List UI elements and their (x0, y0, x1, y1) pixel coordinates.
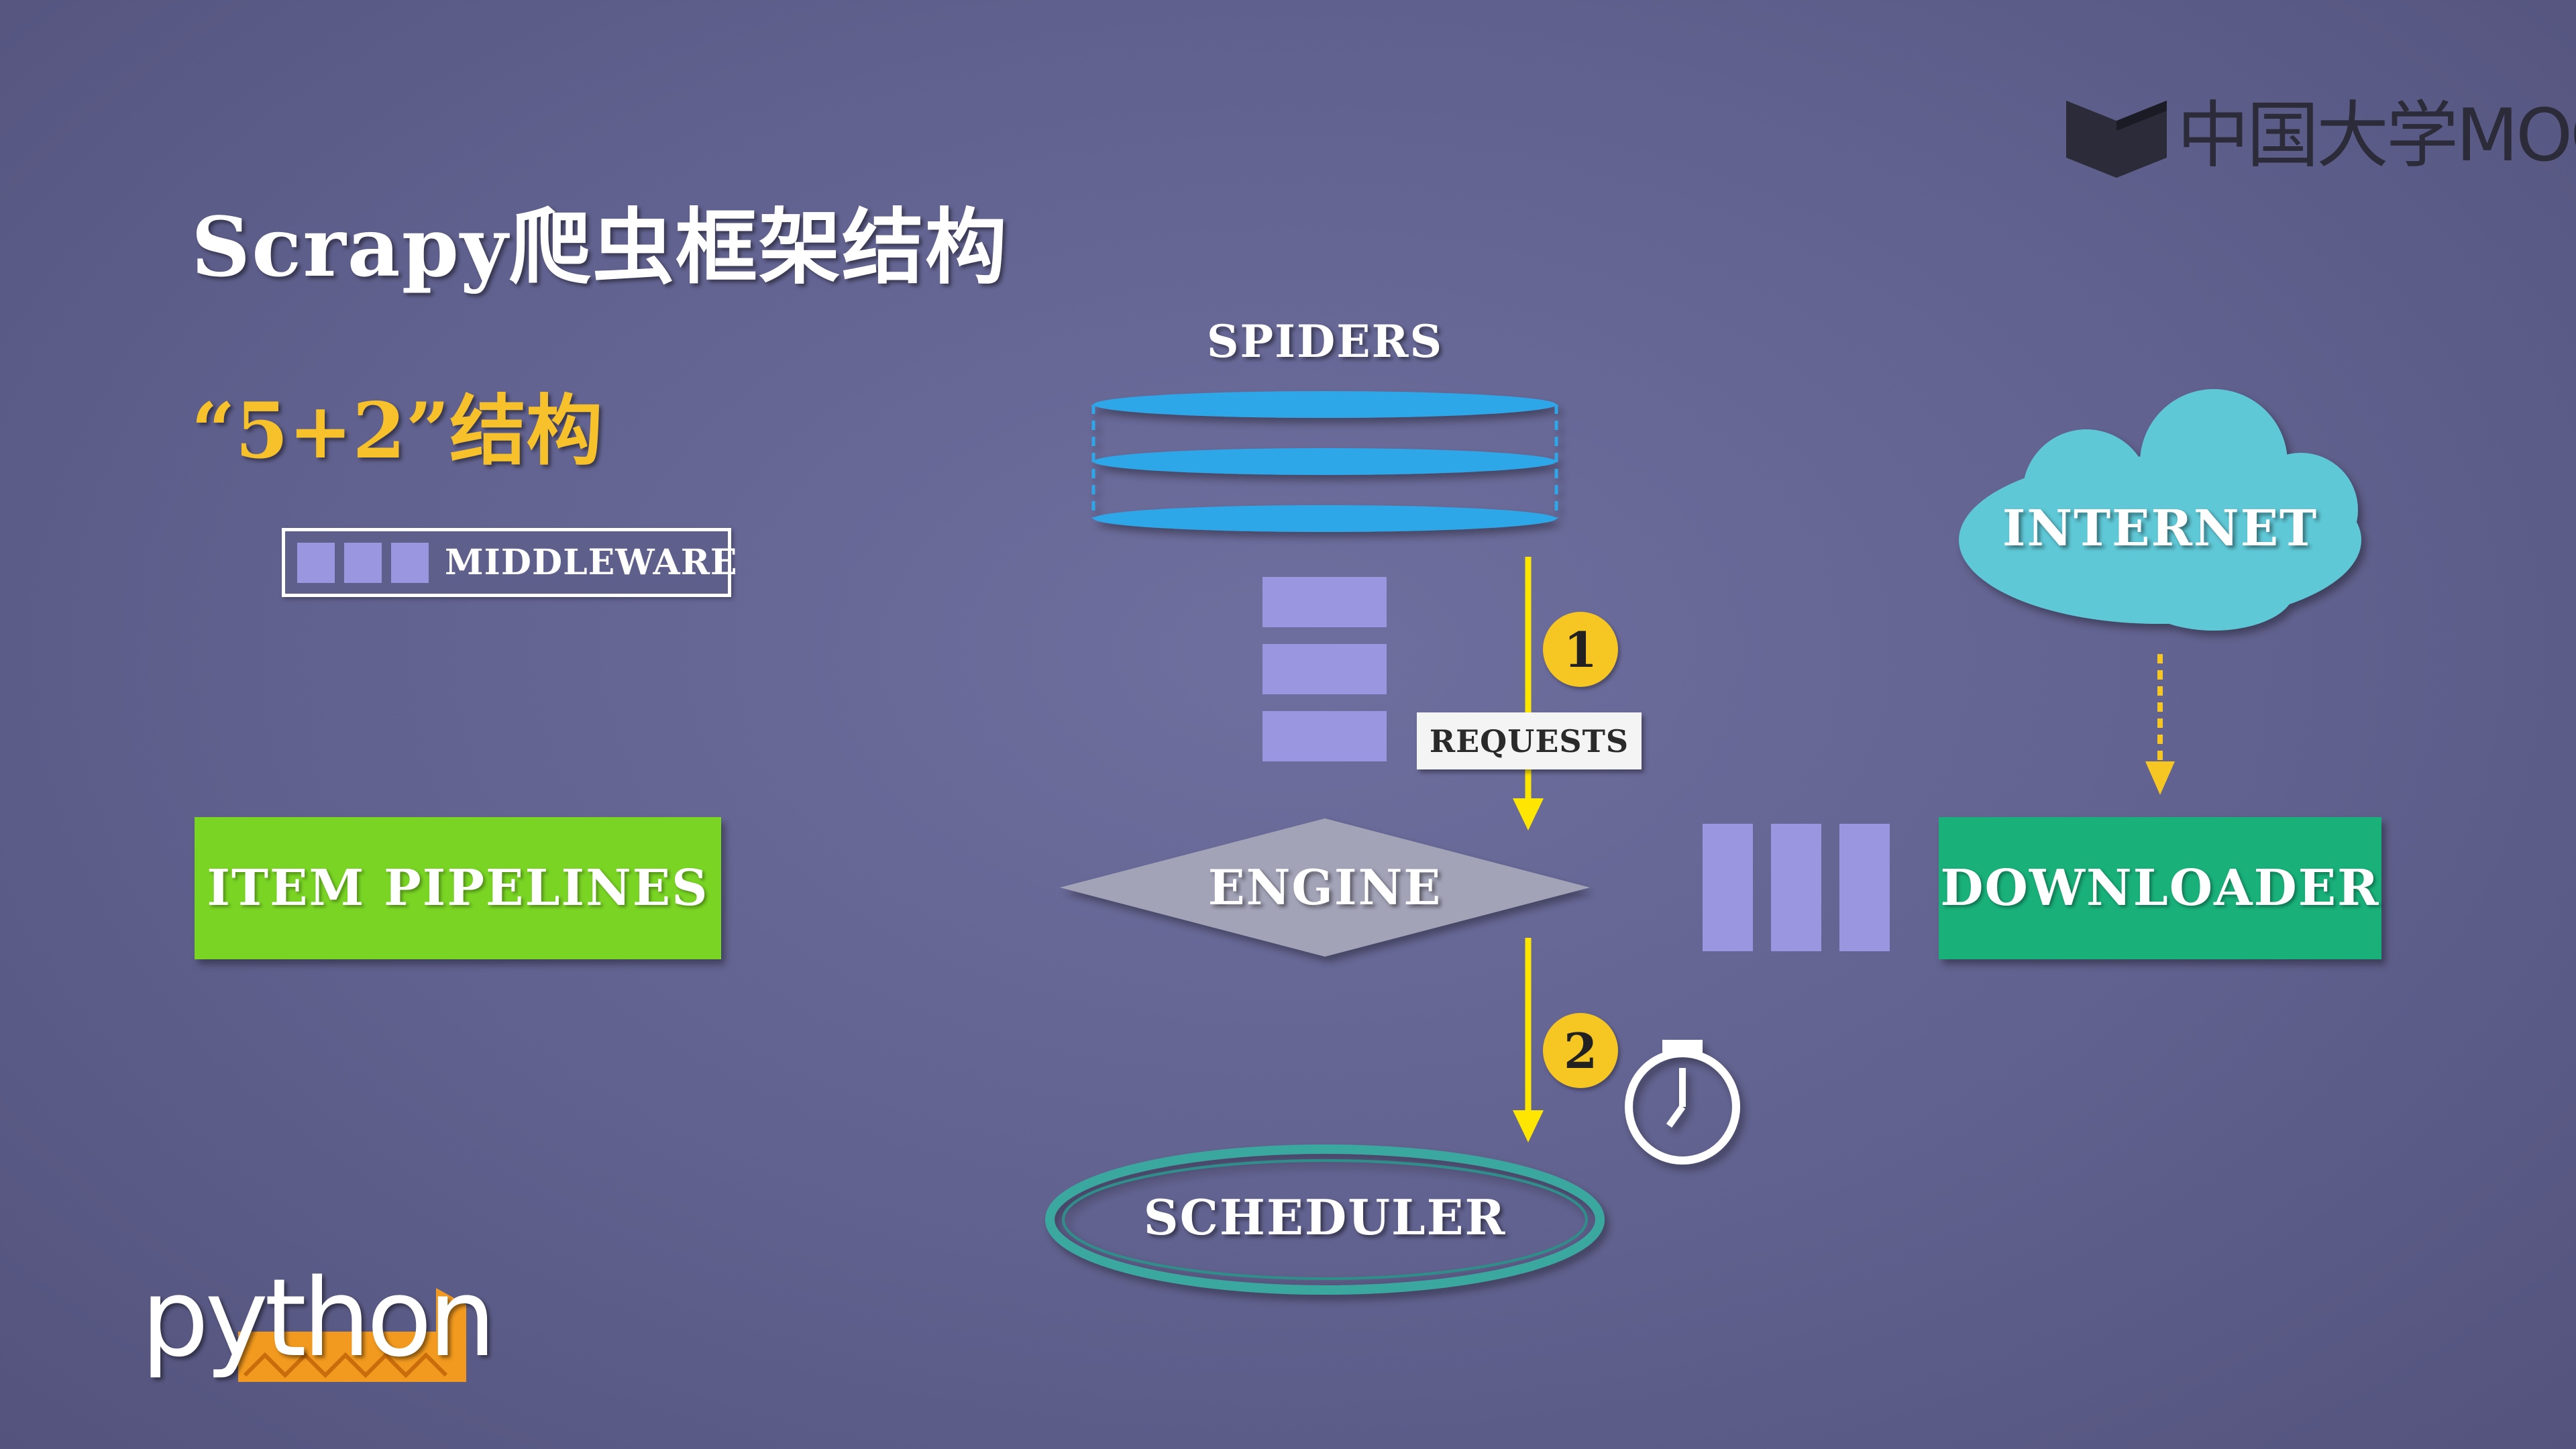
arrow-step-2 (1513, 938, 1544, 1142)
item-pipelines-box: ITEM PIPELINES (195, 817, 721, 959)
spider-middleware-block (1263, 644, 1387, 694)
mooc-logo-text: 中国大学MOOC (2177, 94, 2576, 178)
page-title: Scrapy爬虫框架结构 (191, 199, 1008, 295)
downloader-box: DOWNLOADER (1939, 817, 2381, 959)
python-logo-text: python (141, 1255, 496, 1381)
spider-middleware-block (1263, 711, 1387, 761)
spiders-label: SPIDERS (1206, 315, 1444, 368)
internet-arrow (2145, 654, 2175, 795)
item-pipelines-label: ITEM PIPELINES (207, 859, 709, 917)
downloader-middleware-block (1771, 824, 1821, 951)
spiders-stack (1091, 391, 1558, 532)
mooc-logo: 中国大学MOOC (2066, 94, 2576, 181)
arrow-step-1 (1513, 557, 1544, 830)
legend-label: MIDDLEWARE (445, 542, 738, 583)
internet-label: INTERNET (2002, 500, 2318, 557)
step-1-badge: 1 (1543, 612, 1618, 687)
downloader-label: DOWNLOADER (1940, 859, 2380, 917)
spider-middleware-block (1263, 577, 1387, 627)
book-icon (2066, 101, 2167, 178)
downloader-middleware-block (1839, 824, 1890, 951)
engine-diamond (1060, 818, 1590, 957)
scheduler-label: SCHEDULER (1143, 1189, 1507, 1246)
legend-block (344, 543, 382, 583)
subtitle: “5+2”结构 (191, 386, 603, 476)
legend-block (391, 543, 429, 583)
stopwatch-icon (1625, 1040, 1740, 1165)
downloader-middleware-block (1703, 824, 1753, 951)
internet-cloud (1959, 389, 2361, 631)
python-logo: python (141, 1255, 496, 1395)
middleware-legend: MIDDLEWARE (282, 528, 737, 597)
legend-block (297, 543, 335, 583)
scheduler-ring (1045, 1144, 1605, 1295)
python-logo-mark (238, 1288, 466, 1382)
step-2-badge: 2 (1543, 1013, 1618, 1088)
engine-label: ENGINE (1208, 859, 1442, 916)
requests-tag: REQUESTS (1417, 712, 1642, 769)
